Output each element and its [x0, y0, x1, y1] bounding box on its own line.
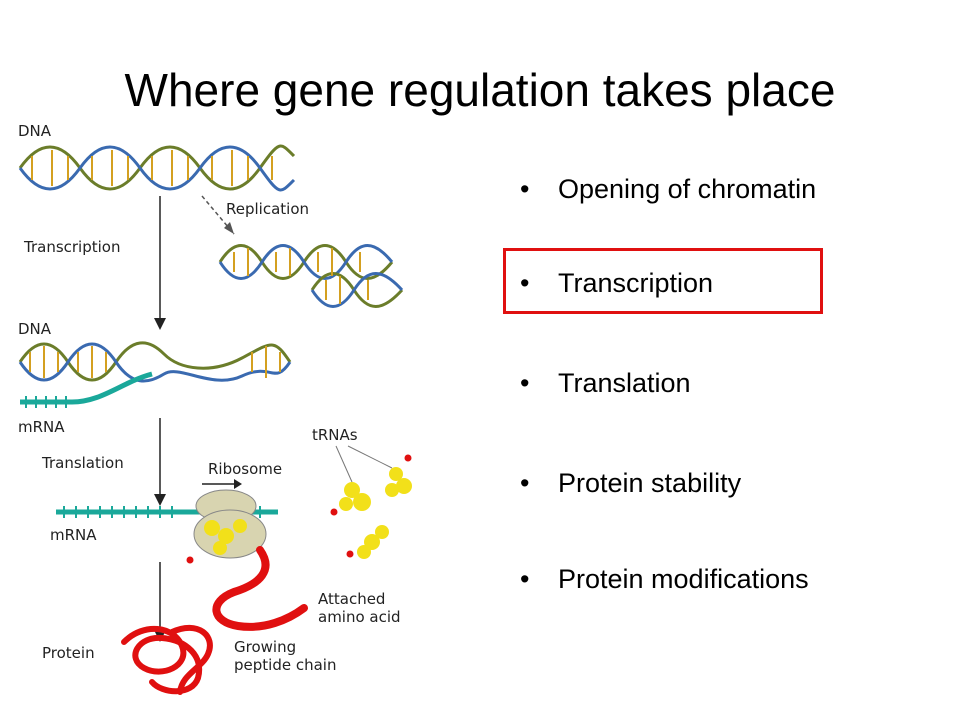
highlight-box-transcription: [503, 248, 823, 314]
bullet-opening-of-chromatin: • Opening of chromatin: [520, 172, 816, 206]
label-attached-1: Attached: [318, 590, 385, 608]
bullet-protein-modifications: • Protein modifications: [520, 562, 809, 596]
dna-replicated-helices: [218, 244, 404, 308]
mrna-strand-transcribing: [20, 371, 153, 408]
bullet-text: Opening of chromatin: [558, 174, 817, 204]
bullet-text: Protein modifications: [558, 564, 809, 594]
slide-title: Where gene regulation takes place: [124, 64, 836, 116]
trna-molecules: [330, 454, 412, 559]
folded-protein: [121, 624, 213, 695]
peptide-chain: [212, 546, 308, 631]
replication-arrow: [201, 195, 235, 235]
bullet-dot: •: [520, 268, 530, 298]
label-trnas: tRNAs: [312, 426, 358, 444]
label-replication: Replication: [226, 200, 309, 218]
bullet-text: Protein stability: [558, 468, 742, 498]
dna-helix-middle: [18, 341, 292, 383]
label-dna-middle: DNA: [18, 320, 52, 338]
bullet-translation: • Translation: [520, 366, 691, 400]
label-growing-1: Growing: [234, 638, 296, 656]
bullet-text: Transcription: [558, 268, 714, 298]
label-growing-2: peptide chain: [234, 656, 336, 674]
dna-helix-top: [18, 144, 296, 192]
bullet-dot: •: [520, 368, 530, 398]
label-mrna-2: mRNA: [50, 526, 97, 544]
label-dna-top: DNA: [18, 122, 52, 140]
label-protein: Protein: [42, 644, 95, 662]
bullet-dot: •: [520, 468, 530, 498]
label-mrna-1: mRNA: [18, 418, 65, 436]
gene-expression-diagram: DNA Replication Transcription DNA: [18, 122, 412, 695]
label-attached-2: amino acid: [318, 608, 401, 626]
label-translation: Translation: [41, 454, 124, 472]
bullet-text: Translation: [558, 368, 691, 398]
bullet-dot: •: [520, 564, 530, 594]
ribosome-shape: [186, 489, 267, 564]
bullet-protein-stability: • Protein stability: [520, 466, 741, 500]
bullet-dot: •: [520, 174, 530, 204]
label-transcription: Transcription: [23, 238, 120, 256]
bullet-transcription: • Transcription: [520, 266, 713, 300]
label-ribosome: Ribosome: [208, 460, 282, 478]
